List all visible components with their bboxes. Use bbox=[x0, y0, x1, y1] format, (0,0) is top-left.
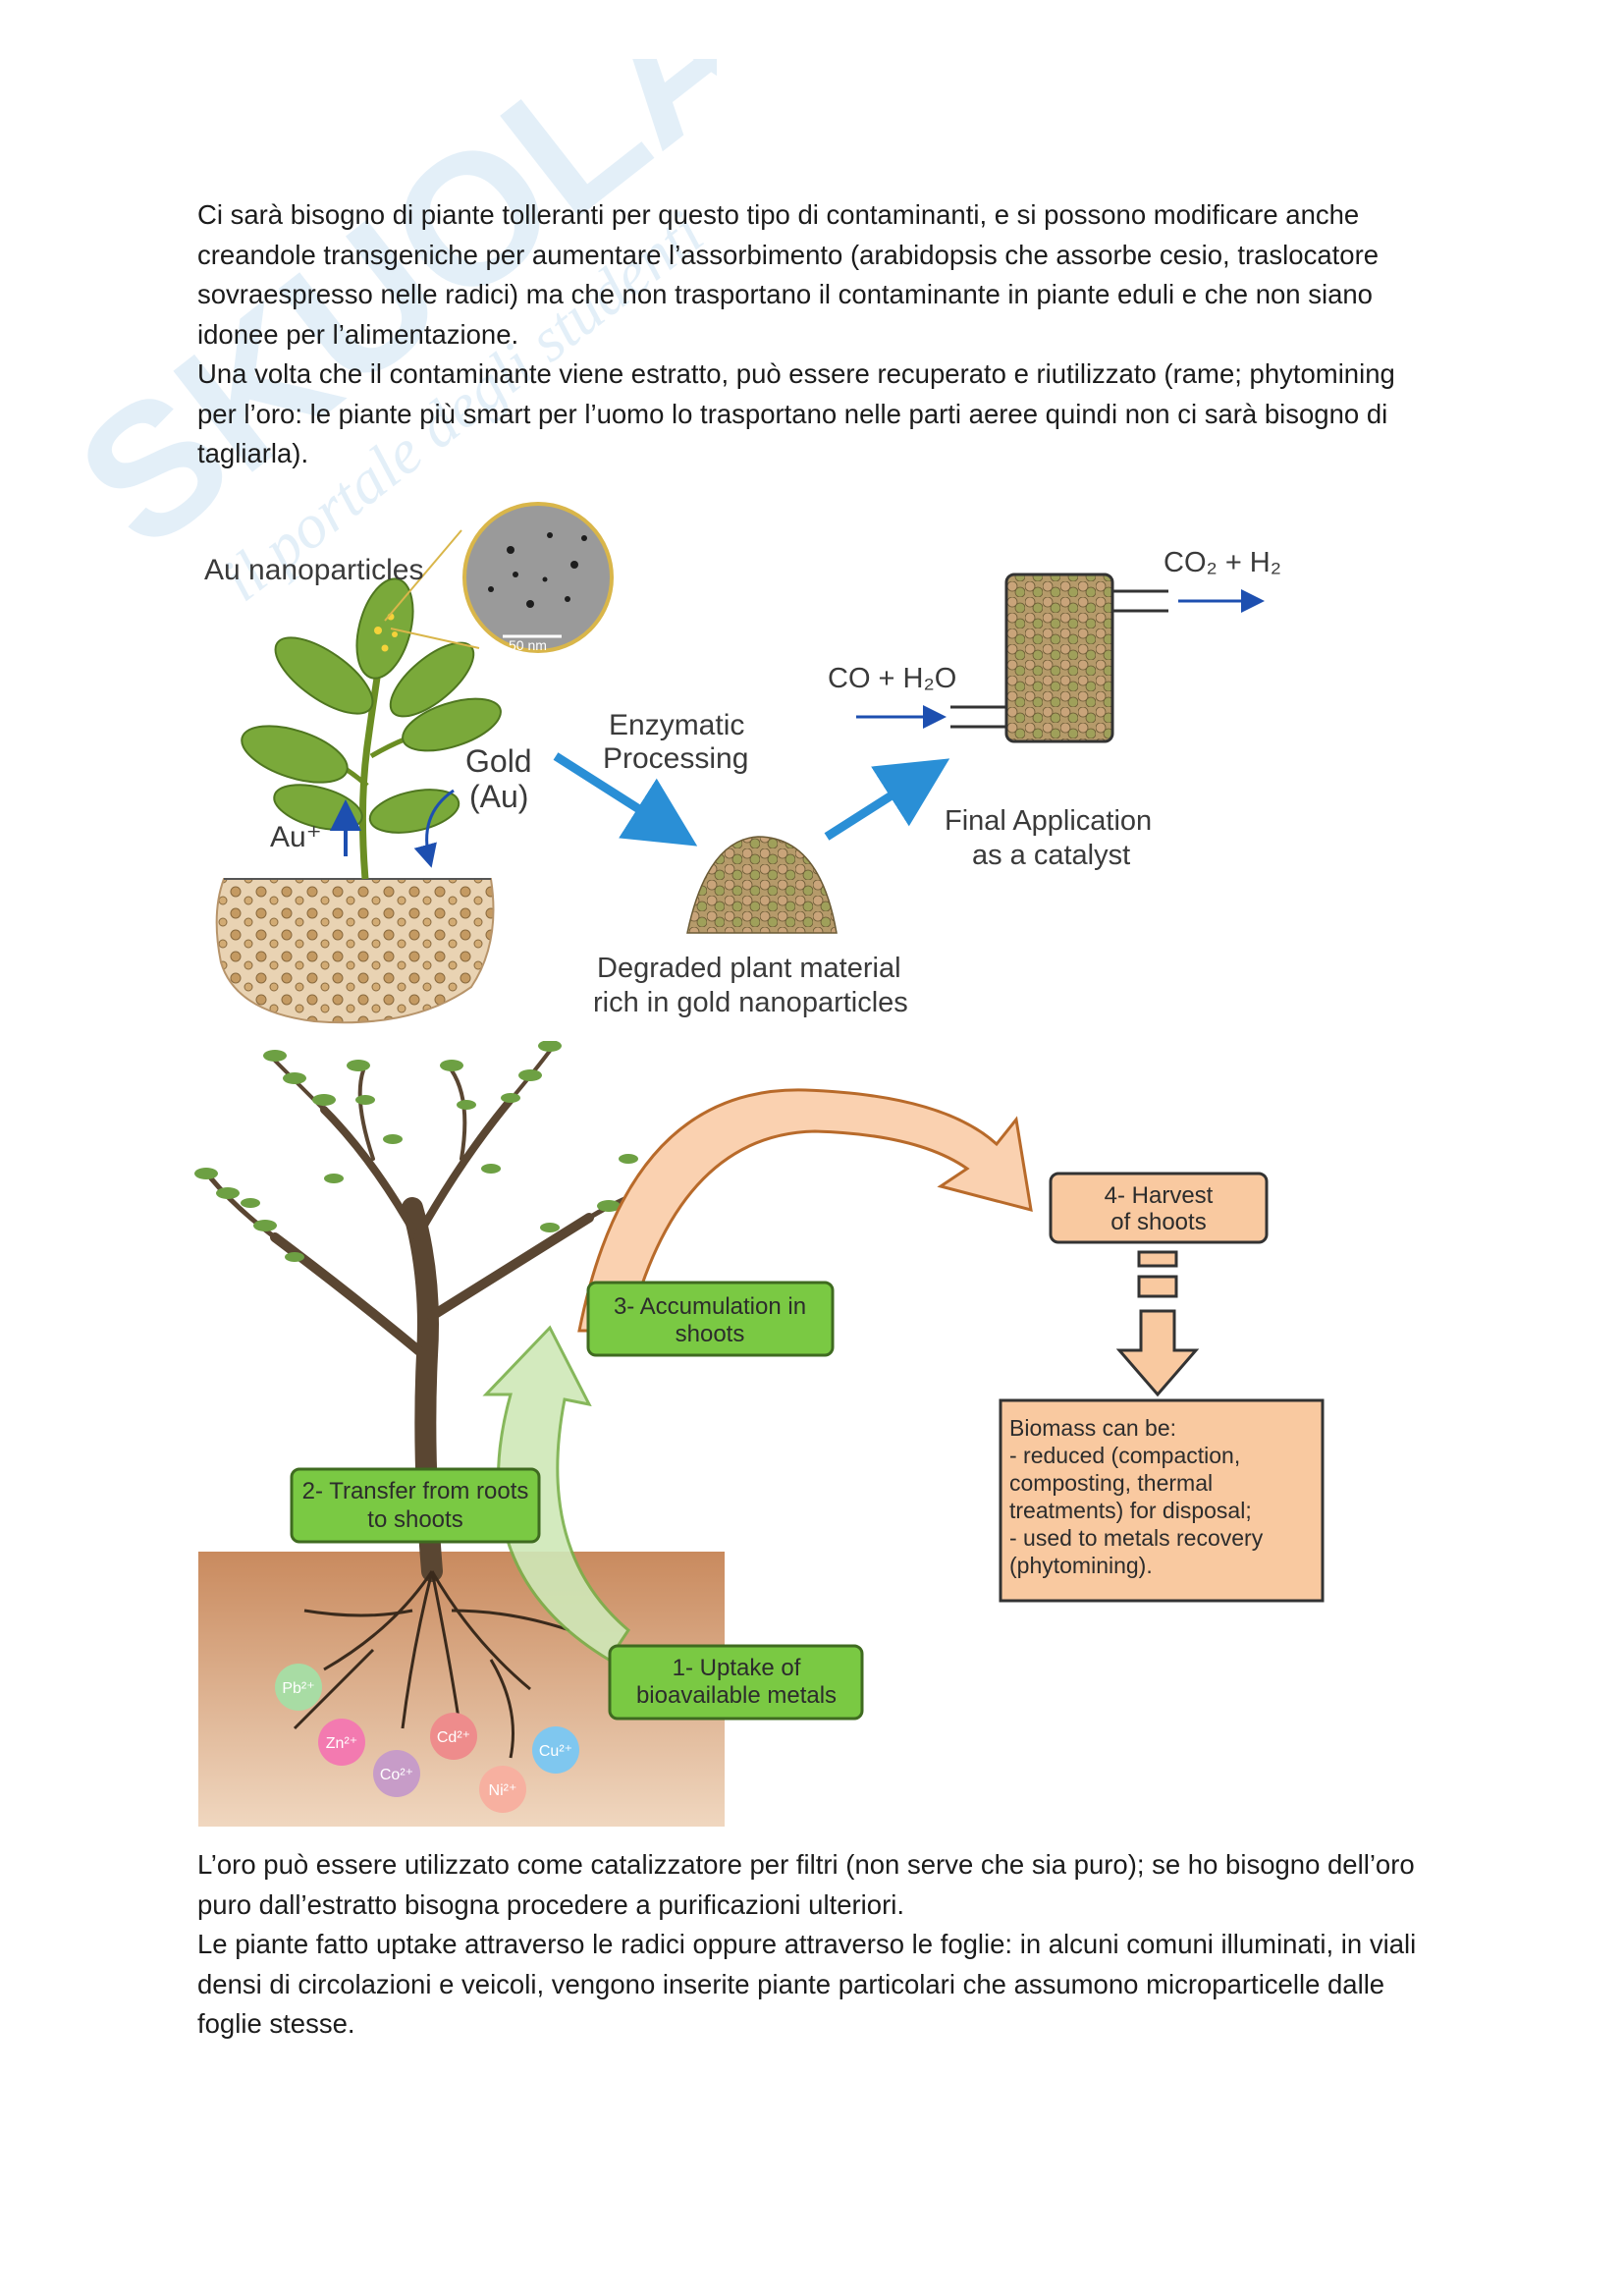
step3-box bbox=[586, 1281, 835, 1357]
ion-ni: Ni²⁺ bbox=[489, 1782, 517, 1799]
gold-au-label: (Au) bbox=[469, 779, 528, 814]
processing-label: Processing bbox=[603, 742, 748, 775]
biomass-line-3: composting, thermal bbox=[1009, 1470, 1213, 1496]
step2-label-1: 2- Transfer from roots bbox=[302, 1478, 529, 1504]
paragraph-4: Le piante fatto uptake attraverso le rad… bbox=[197, 1929, 1417, 2039]
step4-label-2: of shoots bbox=[1110, 1209, 1206, 1235]
scale-bar-label: 50 nm bbox=[509, 637, 547, 653]
biomass-line-1: Biomass can be: bbox=[1009, 1415, 1176, 1441]
step4-label-1: 4- Harvest bbox=[1105, 1182, 1214, 1209]
enzymatic-label: Enzymatic bbox=[609, 709, 744, 741]
ion-zn: Zn²⁺ bbox=[326, 1735, 357, 1752]
step3-label-1: 3- Accumulation in bbox=[614, 1293, 806, 1320]
transfer-arrow bbox=[482, 1325, 630, 1663]
biomass-line-2: - reduced (compaction, bbox=[1009, 1443, 1240, 1468]
biomass-line-4: treatments) for disposal; bbox=[1009, 1498, 1252, 1523]
step2-label-2: to shoots bbox=[367, 1506, 462, 1533]
step4-box bbox=[1049, 1172, 1269, 1244]
step1-label-1: 1- Uptake of bbox=[673, 1655, 801, 1681]
harvest-arrow bbox=[577, 1088, 1033, 1333]
gold-label: Gold bbox=[465, 743, 532, 779]
biomass-box bbox=[999, 1398, 1325, 1603]
soil-mound bbox=[215, 878, 495, 1024]
figure-gold-phytomining: 50 nm Au nanoparticles Au⁺ Gold (Au) Enz… bbox=[204, 502, 1281, 1024]
ion-cd: Cd²⁺ bbox=[437, 1729, 470, 1746]
as-catalyst-label: as a catalyst bbox=[972, 840, 1130, 871]
biomass-line-5: - used to metals recovery bbox=[1009, 1525, 1264, 1551]
tem-micrograph bbox=[462, 502, 614, 653]
metal-ions bbox=[275, 1664, 579, 1813]
co2-h2-label: CO₂ + H₂ bbox=[1164, 547, 1281, 578]
degraded-label-1: Degraded plant material bbox=[597, 953, 901, 984]
plant-leaves bbox=[241, 577, 502, 834]
co-h2o-label: CO + H₂O bbox=[828, 663, 956, 694]
down-arrow bbox=[1115, 1250, 1200, 1397]
step3-label-2: shoots bbox=[676, 1321, 745, 1347]
degraded-label-2: rich in gold nanoparticles bbox=[593, 987, 908, 1018]
degraded-material-pile bbox=[686, 836, 838, 934]
catalyst-reactor bbox=[1004, 573, 1114, 743]
au-plus-label: Au⁺ bbox=[270, 821, 322, 853]
figure-phytoextraction: Pb²⁺ Zn²⁺ Cd²⁺ Co²⁺ Ni²⁺ Cu²⁺ 3- Accumul… bbox=[194, 1041, 1325, 1827]
paragraph-2: Una volta che il contaminante viene estr… bbox=[197, 358, 1395, 468]
step1-label-2: bioavailable metals bbox=[636, 1682, 837, 1709]
step1-box bbox=[608, 1644, 864, 1721]
ion-pb: Pb²⁺ bbox=[282, 1680, 314, 1697]
au-nanoparticles-label: Au nanoparticles bbox=[204, 554, 423, 586]
ion-co: Co²⁺ bbox=[380, 1767, 413, 1783]
paragraph-3: L’oro può essere utilizzato come cataliz… bbox=[197, 1849, 1415, 1920]
biomass-line-6: (phytomining). bbox=[1009, 1553, 1153, 1578]
final-application-label: Final Application bbox=[945, 805, 1152, 837]
step2-box bbox=[290, 1467, 541, 1544]
paragraph-1: Ci sarà bisogno di piante tolleranti per… bbox=[197, 199, 1380, 350]
tree-leaves bbox=[194, 1041, 699, 1262]
ion-cu: Cu²⁺ bbox=[539, 1743, 572, 1760]
